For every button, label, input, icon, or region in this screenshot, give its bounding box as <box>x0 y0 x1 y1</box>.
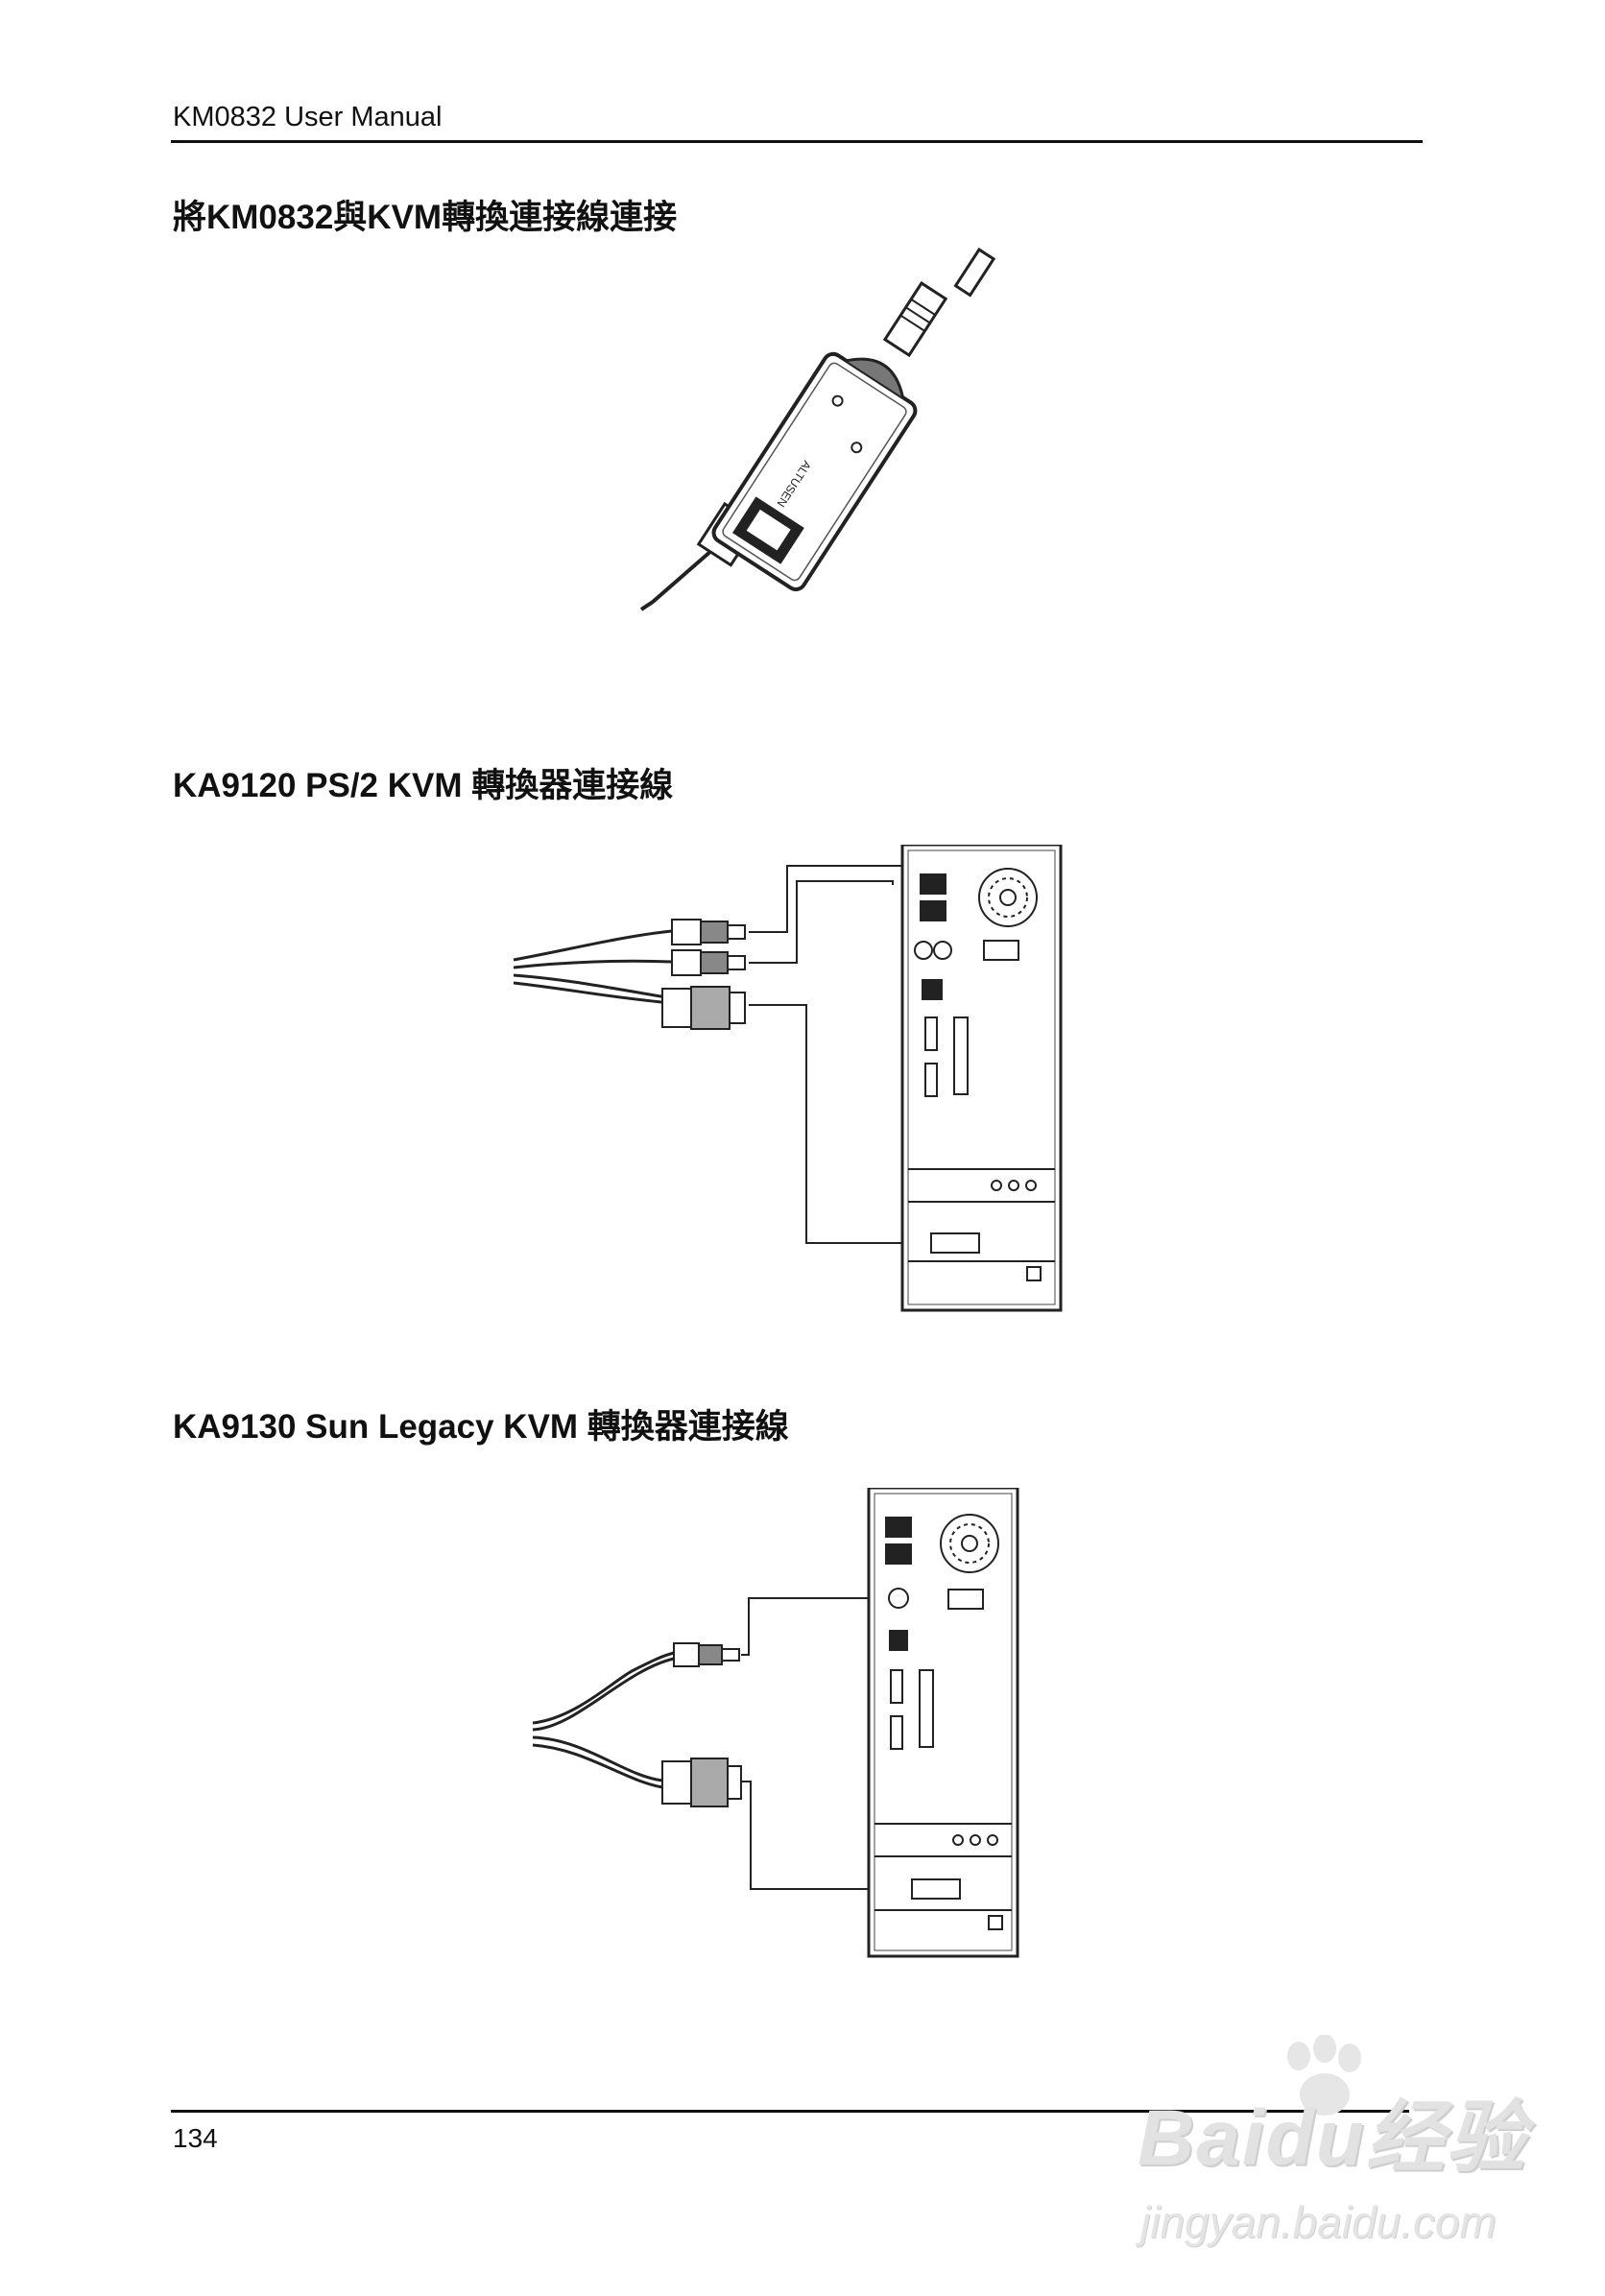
kvm-adapter-cable-diagram: ALTUSEN <box>639 247 996 611</box>
footer-rule <box>171 2110 1409 2113</box>
header-rule <box>171 140 1423 143</box>
watermark-url: jingyan.baidu.com <box>1140 2197 1497 2247</box>
watermark-logo: Baidu经验 <box>1138 2094 1527 2182</box>
ka9120-connection-diagram <box>513 845 1063 1312</box>
section-heading-ka9120: KA9120 PS/2 KVM 轉換器連接線 <box>173 767 674 804</box>
section-heading-km0832: 將KM0832與KVM轉換連接線連接 <box>173 199 678 236</box>
section-heading-ka9130: KA9130 Sun Legacy KVM 轉換器連接線 <box>173 1408 789 1446</box>
page-number: 134 <box>173 2123 218 2153</box>
ka9130-connection-diagram <box>532 1488 1019 1958</box>
page-header-title: KM0832 User Manual <box>173 102 443 132</box>
baidu-paw-icon <box>1287 2035 1361 2116</box>
